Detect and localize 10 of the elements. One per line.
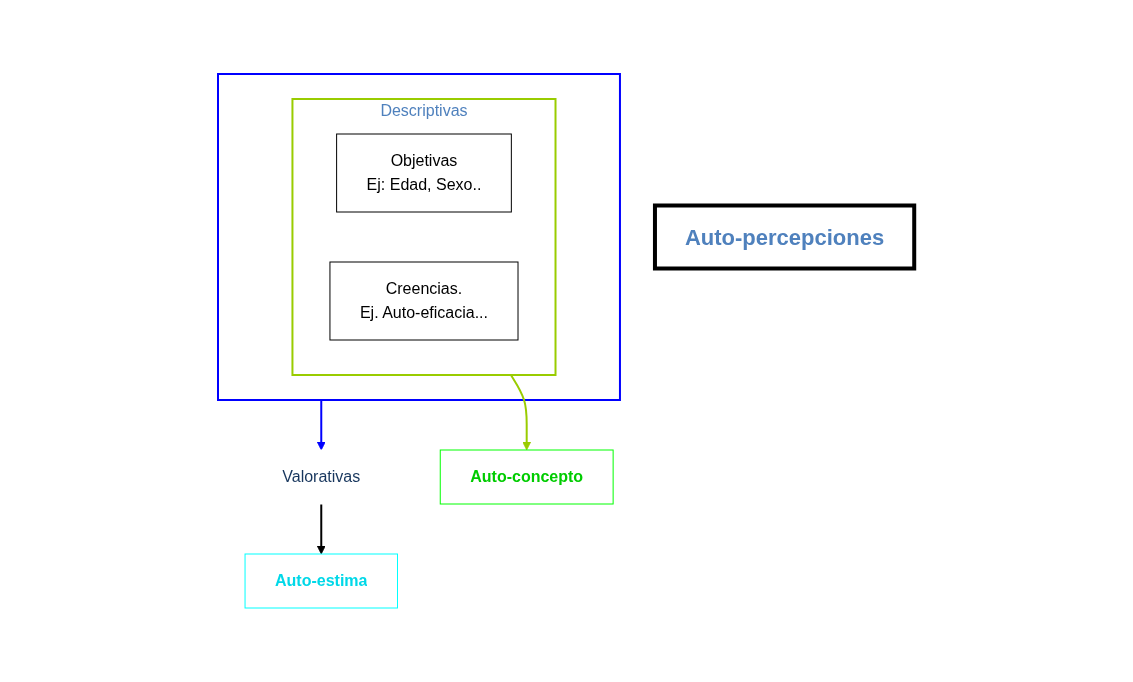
node-box: Auto-estima — [244, 553, 399, 609]
node-box: Auto-percepciones — [653, 203, 917, 271]
arrow — [510, 374, 532, 451]
arrow — [317, 503, 327, 555]
node-box: Auto-concepto — [440, 449, 614, 505]
node-box: Creencias. Ej. Auto-eficacia... — [329, 261, 519, 341]
arrow — [317, 399, 327, 451]
node-text: Valorativas — [282, 468, 361, 485]
node-box: Objetivas Ej: Edad, Sexo.. — [336, 133, 513, 213]
cluster — [217, 73, 622, 401]
